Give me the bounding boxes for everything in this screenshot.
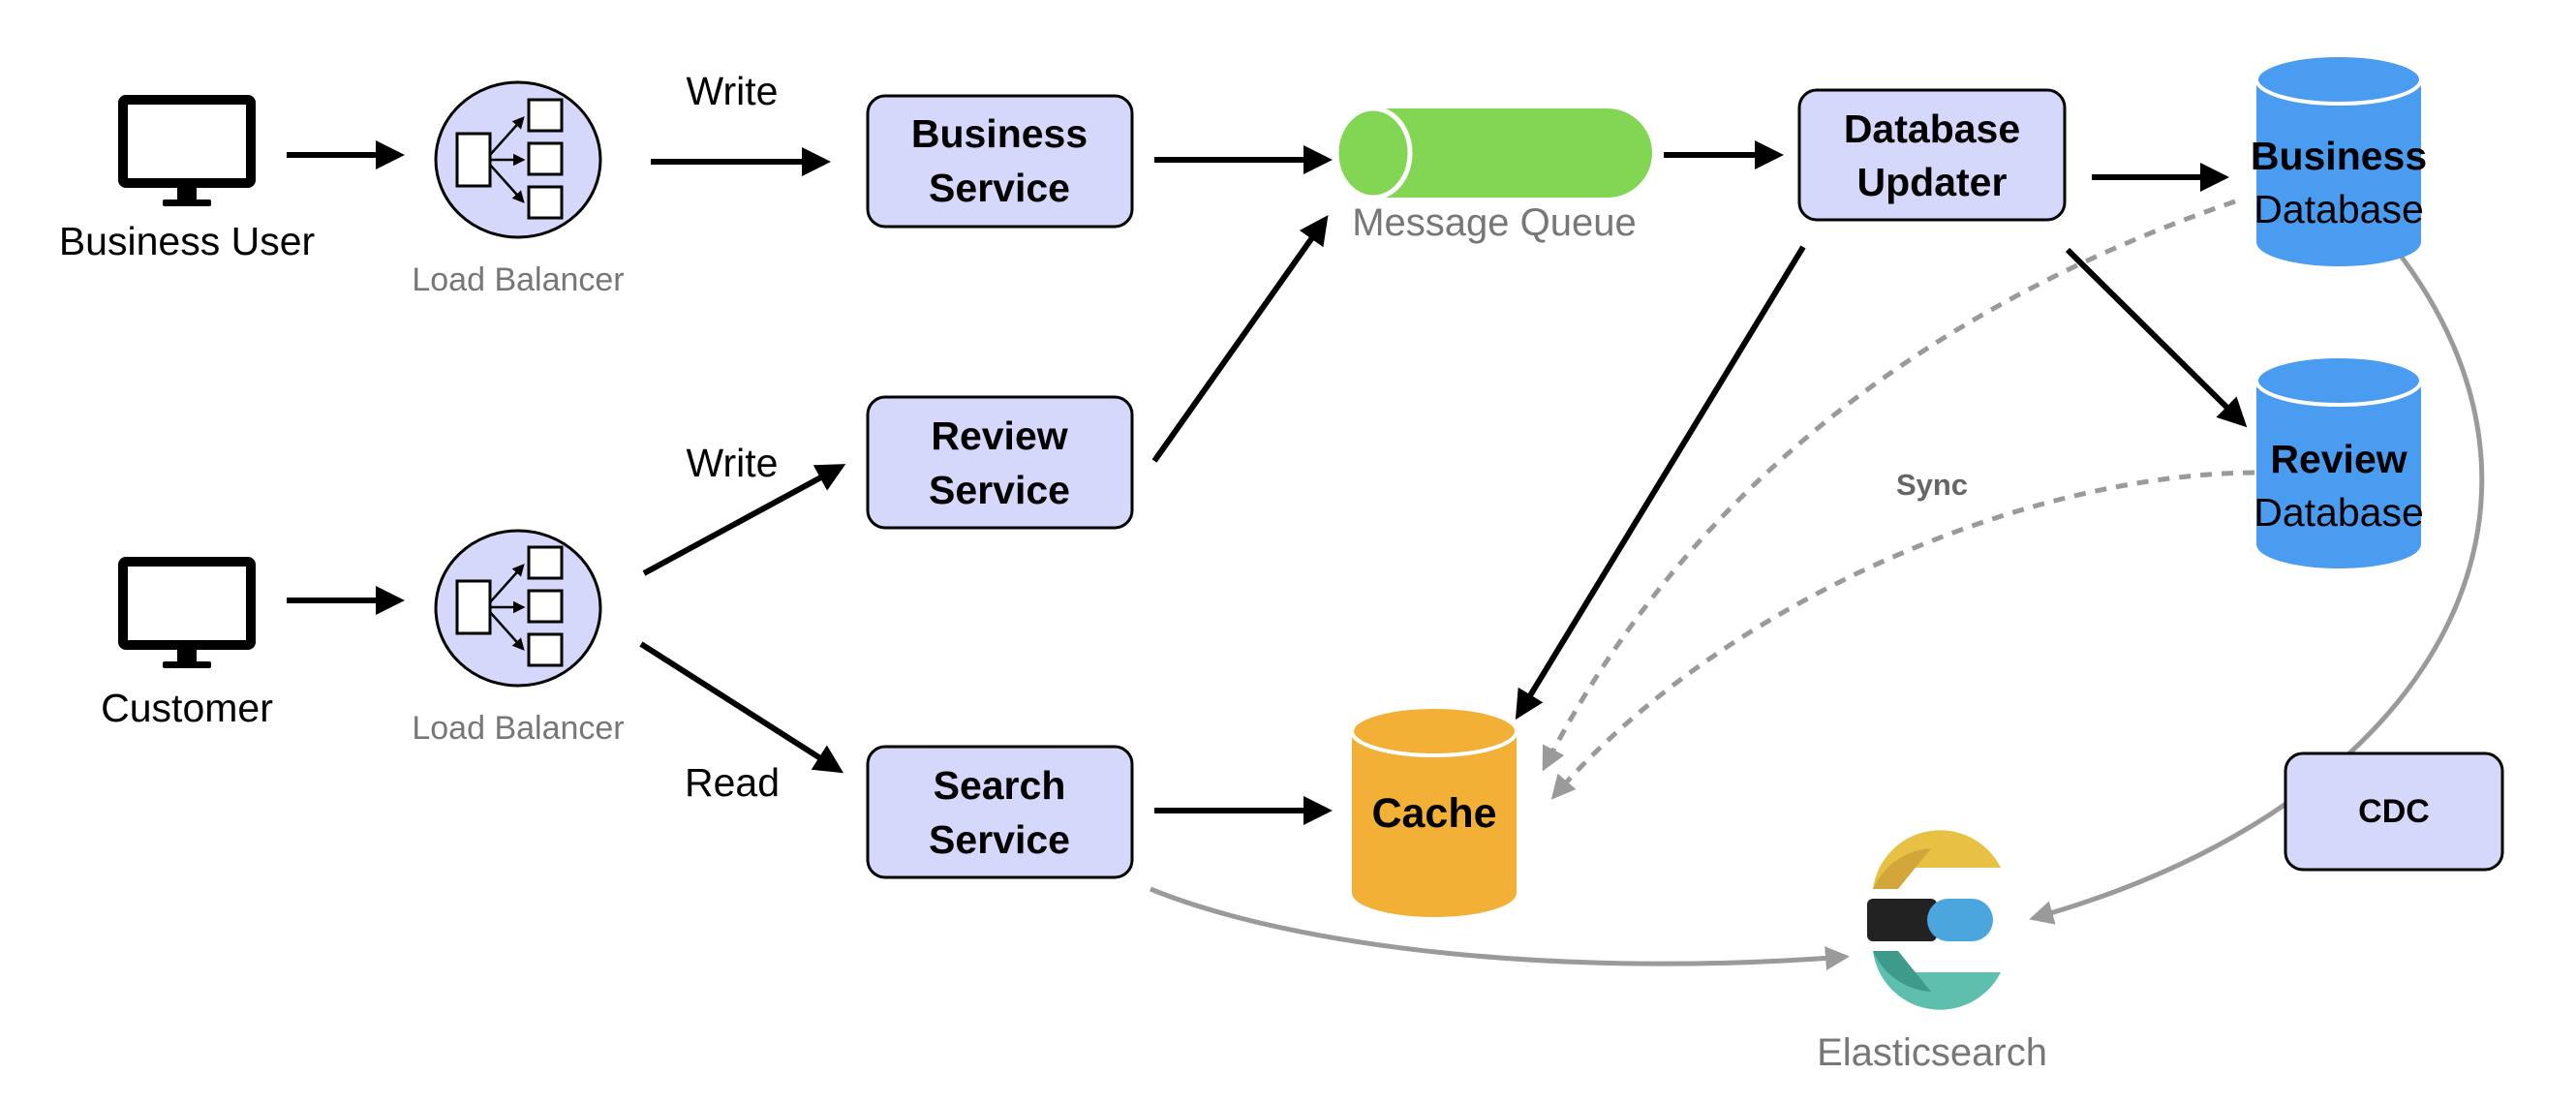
read-label: Read <box>685 760 780 805</box>
svg-text:Business: Business <box>2251 134 2427 178</box>
arrow-updater-to-review-db <box>2065 247 2248 428</box>
customer-monitor-icon <box>118 557 256 668</box>
arrow-lb-to-search-service <box>639 641 844 774</box>
review-service-box: Review Service <box>866 395 1134 530</box>
arrow-review-service-to-queue <box>1151 215 1329 463</box>
sync-arrows <box>1542 199 2255 800</box>
customer-label: Customer <box>101 686 273 730</box>
review-database-icon: Review Database <box>2254 354 2424 568</box>
svg-text:Review: Review <box>931 414 1067 458</box>
svg-text:Database: Database <box>2254 187 2424 231</box>
flow-arrows <box>287 140 2248 825</box>
elasticsearch-logo-icon <box>1867 830 2001 1010</box>
business-user-monitor-icon <box>118 95 256 206</box>
cache-icon: Cache <box>1350 705 1518 917</box>
elasticsearch-label: Elasticsearch <box>1817 1031 2047 1074</box>
index-arrows <box>1150 245 2485 970</box>
arrow-lb-to-review-service <box>642 464 846 576</box>
load-balancer-bottom-label: Load Balancer <box>412 710 624 747</box>
svg-text:Service: Service <box>929 468 1070 512</box>
svg-text:Service: Service <box>929 817 1070 862</box>
svg-text:Updater: Updater <box>1857 160 2008 204</box>
svg-text:Database: Database <box>2254 490 2424 535</box>
load-balancer-bottom-icon <box>434 529 602 688</box>
svg-text:CDC: CDC <box>2358 793 2430 830</box>
sync-arrow-review-db <box>1550 470 2255 800</box>
arrow-cdc-to-elasticsearch <box>2029 245 2485 925</box>
message-queue-label: Message Queue <box>1352 201 1637 244</box>
message-queue-icon <box>1334 106 1652 200</box>
business-service-box: Business Service <box>866 94 1134 229</box>
svg-text:Business: Business <box>911 111 1088 156</box>
search-service-box: Search Service <box>866 745 1134 879</box>
write-label-mid: Write <box>687 441 779 485</box>
arrow-updater-to-cache <box>1515 245 1806 721</box>
database-updater-box: Database Updater <box>1797 88 2067 222</box>
write-label-top: Write <box>687 69 779 113</box>
arrow-search-service-to-elasticsearch <box>1150 886 1850 970</box>
svg-text:Search: Search <box>934 763 1066 808</box>
svg-text:Review: Review <box>2270 437 2407 481</box>
cdc-box: CDC <box>2284 751 2504 872</box>
load-balancer-top-icon <box>434 80 602 239</box>
svg-text:Service: Service <box>929 166 1070 210</box>
business-database-icon: Business Database <box>2251 53 2427 266</box>
sync-arrow-business-db <box>1542 199 2236 772</box>
load-balancer-top-label: Load Balancer <box>412 261 624 298</box>
svg-text:Database: Database <box>1844 107 2020 151</box>
svg-text:Cache: Cache <box>1371 790 1496 837</box>
business-user-label: Business User <box>59 219 315 263</box>
sync-label: Sync <box>1896 468 1968 502</box>
